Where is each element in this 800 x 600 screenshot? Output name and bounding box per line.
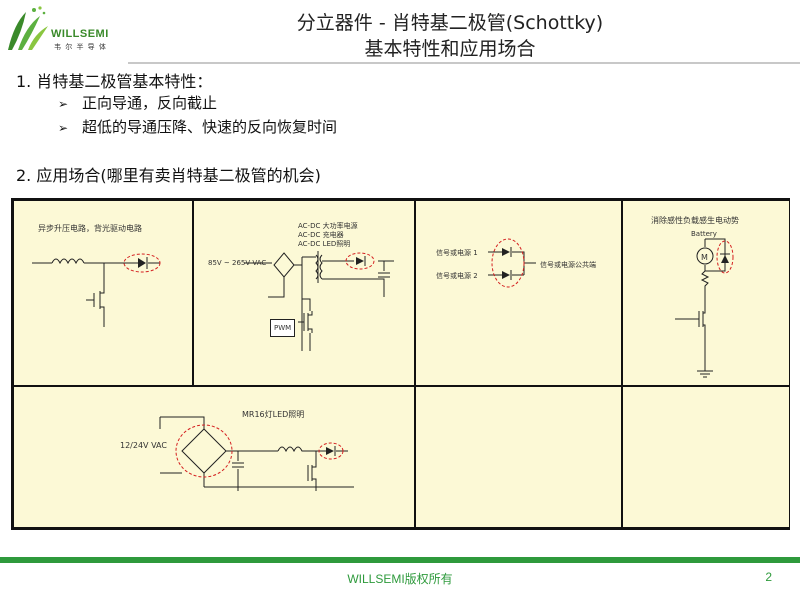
page-subtitle: 基本特性和应用场合	[364, 38, 536, 60]
battery-label: Battery	[691, 230, 717, 238]
cell-boost-circuit: 异步升压电路，背光驱动电路	[13, 200, 193, 386]
motor-circuit-diagram	[675, 238, 734, 378]
arrow-bullet-icon: ➢	[58, 97, 69, 111]
mr16-vac-label: 12/24V VAC	[120, 441, 167, 450]
footer-divider	[0, 557, 800, 563]
arrow-bullet-icon: ➢	[58, 121, 69, 135]
motor-caption: 消除感性负载感生电动势	[651, 216, 739, 225]
oring-circuit-diagram	[488, 238, 536, 288]
cell-mr16-circuit: MR16灯LED照明 12/24V VAC	[13, 386, 415, 528]
acdc-label-3: AC-DC LED照明	[298, 240, 351, 248]
bullet-item: ➢ 正向导通，反向截止	[58, 92, 217, 113]
acdc-circuit-diagram	[244, 251, 394, 351]
footer-copyright: WILLSEMI版权所有	[347, 572, 453, 586]
section-1-heading: 1. 肖特基二极管基本特性：	[16, 72, 213, 91]
cell-acdc-circuit: AC-DC 大功率电源 AC-DC 充电器 AC-DC LED照明 85V ~ …	[193, 200, 415, 386]
boost-caption: 异步升压电路，背光驱动电路	[38, 224, 142, 233]
application-grid: 异步升压电路，背光驱动电路 AC-DC 大功率电源 AC-DC 充电器 AC-D…	[11, 198, 790, 530]
acdc-vac-label: 85V ~ 265V VAC	[208, 259, 267, 267]
bullet-item: ➢ 超低的导通压降、快速的反向恢复时间	[58, 116, 337, 137]
cell-motor-circuit: 消除感性负载感生电动势 Battery M	[622, 200, 790, 386]
oring-input-2: 信号或电源 2	[436, 272, 478, 280]
oring-output: 信号或电源公共端	[540, 261, 596, 269]
boost-circuit-diagram	[32, 253, 161, 327]
page-number: 2	[765, 570, 772, 584]
acdc-label-1: AC-DC 大功率电源	[298, 222, 358, 230]
bullet-text: 正向导通，反向截止	[82, 94, 218, 112]
header-divider	[128, 62, 800, 64]
pwm-block: PWM	[270, 319, 296, 337]
logo-name: WILLSEMI	[51, 28, 109, 40]
oring-input-1: 信号或电源 1	[436, 249, 478, 257]
acdc-label-2: AC-DC 充电器	[298, 231, 344, 239]
section-2-heading: 2. 应用场合(哪里有卖肖特基二极管的机会)	[16, 166, 321, 185]
willsemi-logo: WILLSEMI 韦 尔 半 导 体	[4, 4, 124, 56]
cell-oring-circuit: 信号或电源 1 信号或电源 2 信号或电源公共端	[415, 200, 622, 386]
mr16-circuit-diagram	[159, 416, 354, 491]
cell-empty-1	[415, 386, 622, 528]
logo-leaf-icon	[8, 6, 48, 50]
motor-symbol: M	[701, 253, 708, 262]
bullet-text: 超低的导通压降、快速的反向恢复时间	[82, 118, 338, 136]
cell-empty-2	[622, 386, 790, 528]
page-title: 分立器件 - 肖特基二极管(Schottky)	[296, 12, 604, 34]
mr16-caption: MR16灯LED照明	[242, 410, 305, 419]
logo-subtitle: 韦 尔 半 导 体	[54, 43, 107, 51]
